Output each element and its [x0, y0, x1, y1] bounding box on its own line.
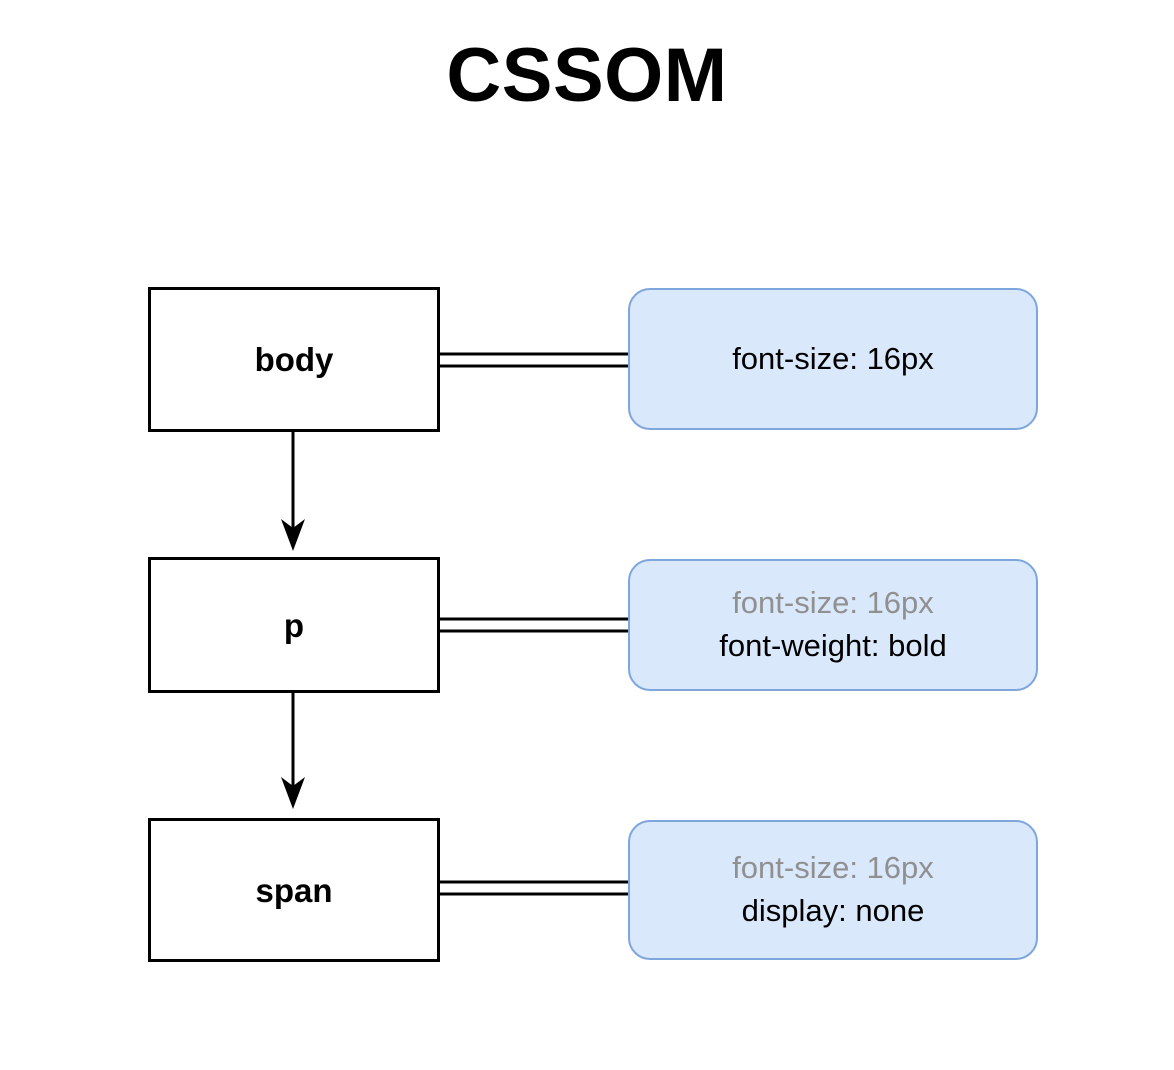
style-declaration-inherited: font-size: 16px: [732, 850, 934, 886]
node-p-label: p: [283, 606, 305, 644]
style-bubble-span[interactable]: font-size: 16px display: none: [628, 820, 1038, 960]
style-declaration: font-size: 16px: [732, 340, 934, 376]
node-body[interactable]: body: [148, 287, 440, 432]
style-declaration: display: none: [741, 893, 925, 928]
edge-p-to-span: [281, 693, 305, 809]
style-bubble-body[interactable]: font-size: 16px: [628, 288, 1038, 430]
style-declaration: font-weight: bold: [719, 628, 947, 663]
node-span-label: span: [255, 871, 333, 909]
node-span[interactable]: span: [148, 818, 440, 962]
style-declaration-inherited: font-size: 16px: [732, 585, 934, 621]
edge-body-to-p: [281, 432, 305, 551]
node-p[interactable]: p: [148, 557, 440, 693]
page-title: CSSOM: [446, 33, 728, 118]
edge-span-to-style: [440, 880, 628, 896]
style-bubble-p[interactable]: font-size: 16px font-weight: bold: [628, 559, 1038, 691]
edge-body-to-style: [440, 352, 628, 368]
node-body-label: body: [254, 341, 334, 378]
edge-p-to-style: [440, 617, 628, 633]
